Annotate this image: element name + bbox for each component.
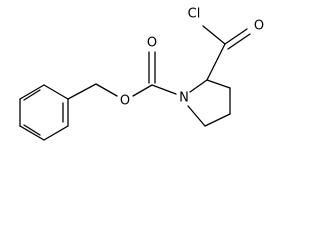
benzene-bond (43, 84, 69, 100)
chemical-structure: O O N Cl O (19, 7, 264, 141)
pyrrolidine-bond (206, 79, 231, 89)
ch2-to-oxygen-bond (95, 83, 118, 97)
carbonyl-to-nitrogen-bond (151, 84, 177, 95)
benzene-ring (19, 84, 69, 141)
pyrrolidine-bond (204, 113, 231, 127)
ring-to-ch2-bond (67, 83, 97, 100)
benzene-bond (19, 125, 45, 141)
oxygen-to-carbonyl-bond (132, 84, 153, 97)
ring-to-acyl-carbon-bond (206, 43, 226, 81)
acyl-double-bond (224, 28, 248, 45)
acyl-oxygen-label: O (254, 19, 264, 34)
pyrrolidine-bond (187, 105, 206, 127)
benzene-bond (43, 125, 69, 141)
benzene-inner-double-bond (23, 124, 41, 136)
pyrrolidine-ring (187, 79, 231, 127)
benzene-inner-double-bond (23, 89, 41, 101)
acyl-double-bond (227, 33, 251, 50)
carbonyl-oxygen-label: O (147, 36, 157, 51)
benzene-bond (19, 84, 45, 100)
ester-oxygen-label: O (120, 94, 130, 109)
chlorine-label: Cl (188, 7, 201, 22)
acyl-carbon-to-chlorine-bond (202, 25, 226, 45)
ring-nitrogen-label: N (179, 91, 189, 106)
pyrrolidine-bond (189, 79, 208, 93)
